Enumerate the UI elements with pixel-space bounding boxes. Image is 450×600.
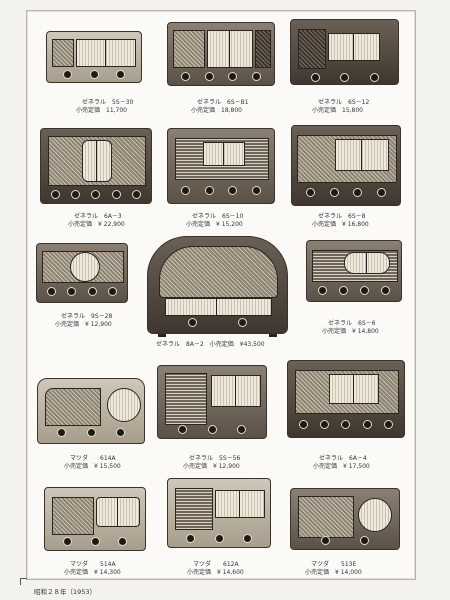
item-model: ゼネラル 6S－B1 [197, 99, 249, 106]
item-label-9s-28: ゼネラル 9S－28 小売定価 ¥ 12,900 [55, 313, 112, 329]
radio-dial [335, 139, 389, 171]
radio-photo-6s-8 [291, 125, 401, 206]
item-price: 小売定価 ¥ 14,000 [305, 569, 362, 576]
item-label-5s-30: ゼネラル 5S－30 小売定価 11,700 [76, 99, 133, 115]
radio-dial [344, 252, 390, 274]
item-model: ゼネラル 6A－3 [74, 213, 122, 220]
item-price: 小売定価 ¥ 14,800 [322, 328, 379, 335]
radio-dial [329, 374, 379, 404]
item-price: 小売定価 ¥ 12,900 [55, 321, 112, 328]
item-label-6a-4: ゼネラル 6A－4 小売定価 ¥ 17,500 [313, 455, 370, 471]
footer-caption: 昭和２８年（1953） [34, 588, 97, 596]
item-price: 小売定価 ¥ 12,900 [183, 463, 240, 470]
radio-grille [173, 30, 205, 68]
item-label-6s-8: ゼネラル 6S－8 小売定価 ¥ 16,800 [312, 213, 369, 229]
radio-dial [96, 497, 140, 527]
item-label-6s-12: ゼネラル 6S－12 小売定価 15,800 [312, 99, 369, 115]
item-label-6s-6: ゼネラル 6S－6 小売定価 ¥ 14,800 [322, 320, 379, 336]
radio-photo-612a [167, 478, 271, 548]
radio-grille [298, 496, 354, 538]
item-model: ゼネラル 6S－8 [318, 213, 366, 220]
item-label-612a: マツダ 612A 小売定価 ¥ 14,600 [187, 561, 244, 577]
item-label-614a: マツダ 614A 小売定価 ¥ 15,500 [64, 455, 121, 471]
crop-mark [20, 578, 27, 585]
item-model: ゼネラル 8A－2 [156, 341, 204, 348]
radio-photo-513e [290, 488, 400, 550]
item-model: ゼネラル 6S－12 [318, 99, 370, 106]
item-price: 小売定価 ¥ 15,500 [64, 463, 121, 470]
item-price: 小売定価 ¥43,500 [209, 341, 265, 348]
radio-photo-8a-2 [147, 236, 288, 337]
radio-dial [358, 498, 392, 532]
item-price: 小売定価 18,800 [191, 107, 242, 114]
item-model-price: ゼネラル 8A－2 小売定価 ¥43,500 [156, 341, 265, 349]
item-label-6s-b1: ゼネラル 6S－B1 小売定価 18,800 [191, 99, 249, 115]
item-price: 小売定価 11,700 [76, 107, 127, 114]
radio-grille [52, 39, 74, 67]
radio-photo-6a-3 [40, 128, 152, 204]
radio-grille [45, 388, 101, 426]
radio-photo-6s-12 [290, 19, 399, 85]
item-model: ゼネラル 6A－4 [319, 455, 367, 462]
radio-side-panel [255, 30, 271, 68]
radio-dial [165, 298, 272, 316]
radio-photo-5s-30 [46, 31, 142, 83]
item-price: 小売定価 ¥ 22,900 [68, 221, 125, 228]
item-model: ゼネラル 9S－28 [61, 313, 113, 320]
radio-dial [82, 140, 112, 182]
radio-dial [70, 252, 100, 282]
radio-grille [165, 373, 207, 425]
item-price: 小売定価 ¥ 17,500 [313, 463, 370, 470]
radio-photo-5s-56 [157, 365, 267, 439]
item-label-6a-3: ゼネラル 6A－3 小売定価 ¥ 22,900 [68, 213, 125, 229]
radio-dial [76, 39, 136, 67]
radio-photo-6s-10 [167, 128, 275, 204]
item-label-8a-2: ゼネラル 8A－2 小売定価 ¥43,500 [156, 341, 265, 349]
item-price: 小売定価 ¥ 14,300 [64, 569, 121, 576]
item-model: ゼネラル 5S－56 [189, 455, 241, 462]
item-model: マツダ 513E [311, 561, 357, 568]
radio-dial [211, 375, 261, 407]
item-price: 小売定価 ¥ 16,800 [312, 221, 369, 228]
radio-grille [159, 246, 278, 298]
item-price: 小売定価 15,800 [312, 107, 363, 114]
item-label-514a: マツダ 514A 小売定価 ¥ 14,300 [64, 561, 121, 577]
radio-grille [52, 497, 94, 535]
item-model: ゼネラル 6S－6 [328, 320, 376, 327]
radio-grille [175, 488, 213, 530]
item-price: 小売定価 ¥ 14,600 [187, 569, 244, 576]
radio-dial [107, 388, 141, 422]
radio-grille [298, 29, 326, 69]
item-label-513e: マツダ 513E 小売定価 ¥ 14,000 [305, 561, 362, 577]
item-model: マツダ 612A [193, 561, 239, 568]
item-model: マツダ 514A [70, 561, 116, 568]
item-model: ゼネラル 6S－10 [192, 213, 244, 220]
radio-photo-6s-6 [306, 240, 402, 302]
item-label-5s-56: ゼネラル 5S－56 小売定価 ¥ 12,900 [183, 455, 240, 471]
item-label-6s-10: ゼネラル 6S－10 小売定価 ¥ 15,200 [186, 213, 243, 229]
radio-photo-6s-b1 [167, 22, 275, 86]
radio-photo-614a [37, 378, 145, 444]
radio-dial [215, 490, 265, 518]
radio-photo-9s-28 [36, 243, 128, 303]
radio-photo-6a-4 [287, 360, 405, 438]
radio-dial [203, 142, 245, 166]
radio-dial [207, 30, 253, 68]
item-price: 小売定価 ¥ 15,200 [186, 221, 243, 228]
radio-photo-514a [44, 487, 146, 551]
item-model: マツダ 614A [70, 455, 116, 462]
radio-dial [328, 33, 380, 61]
item-model: ゼネラル 5S－30 [82, 99, 134, 106]
